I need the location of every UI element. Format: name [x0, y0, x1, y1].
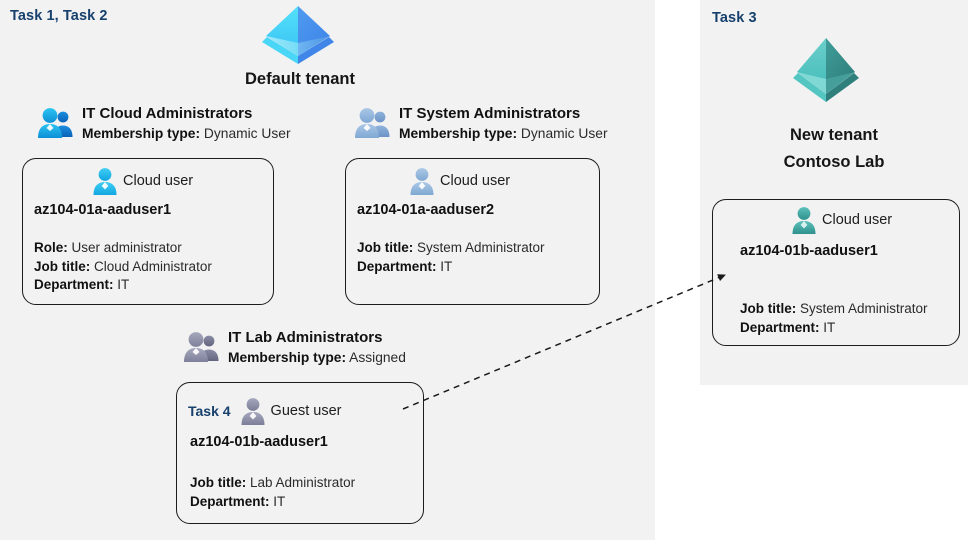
new-tenant-label-line2: Contoso Lab [783, 153, 885, 171]
card-1-field-jobtitle: Job title: Cloud Administrator [34, 258, 212, 274]
guest-user-icon [240, 396, 266, 426]
card-1-user-type: Cloud user [123, 173, 194, 189]
card-4-fields: Job title: System Administrator Departme… [740, 300, 928, 337]
card-4-user-type: Cloud user [822, 212, 893, 228]
card-1-field-department: Department: IT [34, 277, 130, 292]
card-1-field-role: Role: User administrator [34, 240, 182, 255]
card-2-fields: Job title: System Administrator Departme… [357, 239, 545, 276]
card-3-fields: Job title: Lab Administrator Department:… [190, 474, 355, 511]
card-2-username: az104-01a-aaduser2 [357, 202, 495, 218]
default-tenant-icon [258, 2, 338, 64]
card-3-username: az104-01b-aaduser1 [190, 434, 328, 450]
group-users-icon [182, 328, 222, 366]
card-4-header: Cloud user [791, 205, 892, 235]
user-card-az104-01b-aaduser1-cloud[interactable] [712, 199, 960, 346]
group-membership-type: Membership type: Dynamic User [399, 124, 608, 144]
card-2-field-department: Department: IT [357, 258, 453, 274]
group-it-lab-administrators: IT Lab Administrators Membership type: A… [182, 328, 406, 368]
card-2-user-type: Cloud user [440, 173, 511, 189]
card-3-task-tag: Task 4 [188, 403, 231, 419]
group-title: IT System Administrators [399, 105, 581, 122]
group-membership-value: Dynamic User [203, 126, 291, 141]
card-4-username: az104-01b-aaduser1 [740, 243, 878, 259]
task-tag-right: Task 3 [712, 10, 757, 26]
cloud-user-icon [791, 205, 817, 235]
group-title: IT Lab Administrators [228, 329, 383, 346]
card-1-header: Cloud user [92, 166, 193, 196]
group-users-icon [36, 104, 76, 142]
group-membership-label: Membership type: [228, 350, 347, 365]
cloud-user-icon [409, 166, 435, 196]
group-membership-label: Membership type: [82, 126, 201, 141]
group-it-system-administrators: IT System Administrators Membership type… [353, 104, 608, 144]
card-3-header: Task 4 Guest user [188, 396, 341, 426]
new-tenant-icon [789, 32, 863, 104]
card-2-header: Cloud user [409, 166, 510, 196]
group-title: IT Cloud Administrators [82, 105, 253, 122]
user-card-az104-01b-aaduser1-guest[interactable] [176, 382, 424, 524]
group-users-icon [353, 104, 393, 142]
card-1-username: az104-01a-aaduser1 [34, 202, 172, 218]
group-membership-label: Membership type: [399, 126, 518, 141]
user-card-az104-01a-aaduser1[interactable] [22, 158, 274, 305]
card-4-field-department: Department: IT [740, 319, 836, 335]
group-membership-value: Dynamic User [520, 126, 608, 141]
card-3-field-department: Department: IT [190, 493, 286, 509]
group-it-cloud-administrators: IT Cloud Administrators Membership type:… [36, 104, 291, 144]
card-2-field-jobtitle: Job title: System Administrator [357, 240, 545, 255]
new-tenant-label-line1: New tenant [789, 126, 878, 144]
default-tenant-panel [0, 0, 655, 540]
card-1-fields: Role: User administrator Job title: Clou… [34, 239, 212, 295]
cloud-user-icon [92, 166, 118, 196]
task-tag-left: Task 1, Task 2 [10, 8, 108, 24]
group-membership-value: Assigned [349, 350, 406, 365]
card-3-user-type: Guest user [270, 403, 342, 419]
card-4-field-jobtitle: Job title: System Administrator [740, 301, 928, 316]
group-membership-type: Membership type: Assigned [228, 348, 406, 368]
default-tenant-label: Default tenant [244, 70, 355, 88]
group-membership-type: Membership type: Dynamic User [82, 124, 291, 144]
card-3-field-jobtitle: Job title: Lab Administrator [190, 475, 356, 490]
